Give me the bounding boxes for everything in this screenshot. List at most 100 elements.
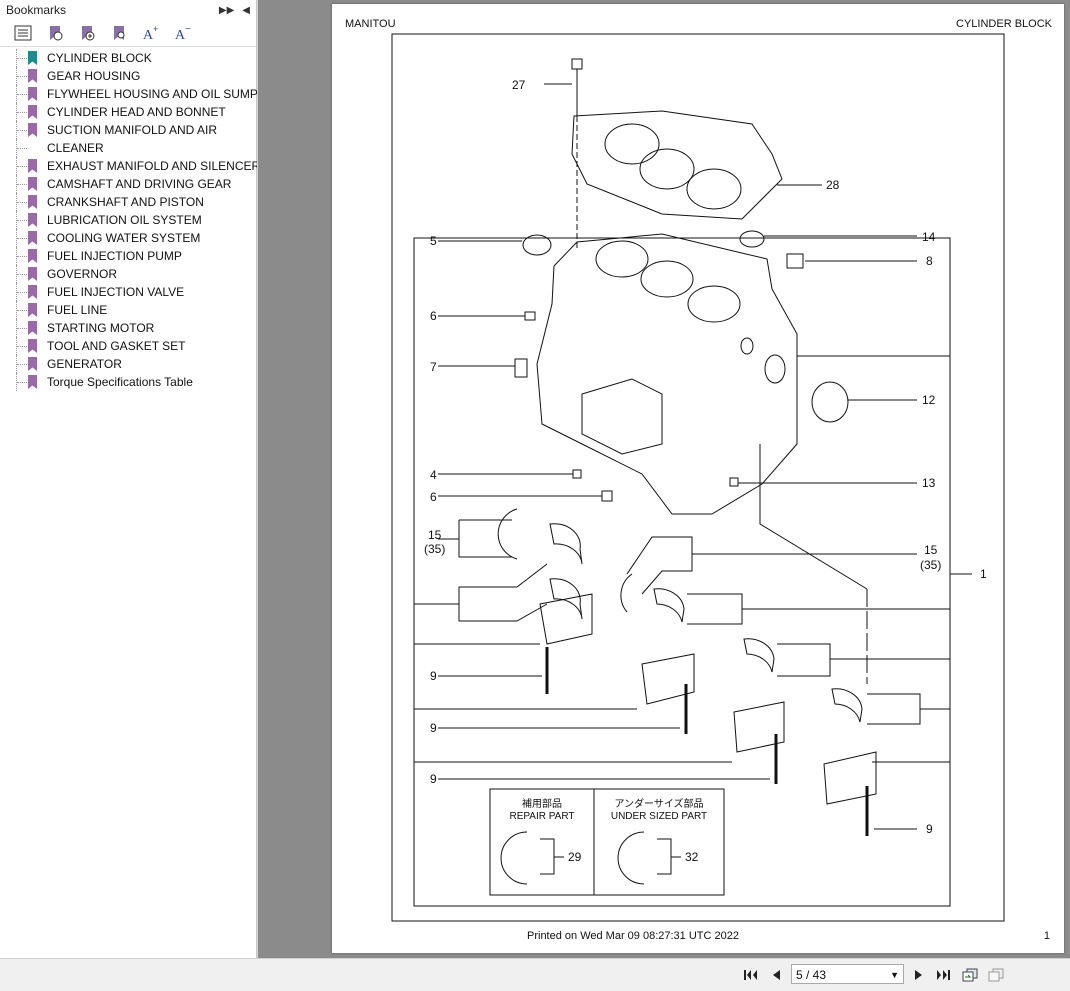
bookmark-label: SUCTION MANIFOLD AND AIR <box>47 123 218 137</box>
decrease-text-size-button[interactable]: A− <box>172 23 194 43</box>
bookmark-item[interactable]: LUBRICATION OIL SYSTEM <box>0 211 256 229</box>
bearing-shell <box>743 638 775 673</box>
pdf-page: MANITOU CYLINDER BLOCK <box>332 4 1064 953</box>
bookmark-item[interactable]: GENERATOR <box>0 355 256 373</box>
bookmark-options-button[interactable] <box>12 23 34 43</box>
next-view-button[interactable] <box>988 967 1004 983</box>
bearing-cap <box>641 653 695 705</box>
undersized-bearing-shell <box>617 831 645 885</box>
previous-view-button[interactable] <box>962 967 978 983</box>
leader-line <box>657 838 672 875</box>
text-smaller-icon: A− <box>175 25 191 41</box>
bookmark-item[interactable]: FUEL INJECTION PUMP <box>0 247 256 265</box>
bookmark-label: LUBRICATION OIL SYSTEM <box>47 213 202 227</box>
page-number-select[interactable]: 5 / 43 ▼ <box>791 964 904 984</box>
callout-9: 9 <box>926 822 933 836</box>
bookmark-item[interactable]: GEAR HOUSING <box>0 67 256 85</box>
bookmark-add-icon <box>82 26 95 41</box>
bookmark-icon <box>28 105 37 119</box>
bookmark-icon <box>28 321 37 335</box>
head-gasket <box>571 110 783 220</box>
callout-32: 32 <box>685 850 699 864</box>
bookmark-item[interactable]: EXHAUST MANIFOLD AND SILENCER <box>0 157 260 175</box>
dropdown-arrow-icon: ▼ <box>890 970 899 980</box>
callout-29: 29 <box>568 850 582 864</box>
bookmark-delete-icon <box>50 26 63 41</box>
cylinder-block <box>536 233 798 515</box>
exploded-parts-diagram: 27 28 5 14 8 6 7 12 4 6 13 15 (35) 15 (3… <box>391 33 1005 922</box>
bookmark-label: TOOL AND GASKET SET <box>47 339 186 353</box>
callout-1: 1 <box>980 567 987 581</box>
undersized-part-label-jp: アンダーサイズ部品 <box>614 797 703 810</box>
bookmark-label: FUEL INJECTION PUMP <box>47 249 182 263</box>
bookmark-active-icon <box>28 51 37 65</box>
small-plug <box>572 469 582 479</box>
bearing-shell <box>497 508 518 560</box>
find-bookmark-button[interactable] <box>108 23 130 43</box>
bookmark-icon <box>28 231 37 245</box>
delete-bookmark-button[interactable] <box>44 23 66 43</box>
gasket-bore <box>639 148 695 190</box>
bookmark-item[interactable]: TOOL AND GASKET SET <box>0 337 256 355</box>
block-bore <box>687 285 741 323</box>
collapse-panel-icon[interactable]: ◀ <box>242 4 250 16</box>
first-page-button[interactable] <box>743 967 759 983</box>
next-page-button[interactable] <box>911 967 927 983</box>
bookmark-icon <box>28 69 37 83</box>
bookmark-item[interactable]: CYLINDER HEAD AND BONNET <box>0 103 256 121</box>
leader-line <box>777 643 950 660</box>
bookmark-icon <box>28 213 37 227</box>
callout-28: 28 <box>826 178 840 192</box>
block-bore <box>595 240 649 278</box>
bookmark-find-icon <box>114 26 125 40</box>
bookmark-item[interactable]: GOVERNOR <box>0 265 256 283</box>
new-bookmark-button[interactable] <box>76 23 98 43</box>
last-page-button[interactable] <box>935 967 951 983</box>
leader-line <box>540 838 555 875</box>
previous-view-icon <box>962 968 978 982</box>
bookmark-icon <box>28 195 37 209</box>
dowel-plug <box>514 358 528 378</box>
callout-14: 14 <box>922 230 936 244</box>
bookmark-item[interactable]: SUCTION MANIFOLD AND AIR <box>0 121 256 139</box>
bookmark-label: CRANKSHAFT AND PISTON <box>47 195 204 209</box>
bookmark-item[interactable]: FLYWHEEL HOUSING AND OIL SUMP <box>0 85 258 103</box>
bookmark-item[interactable]: Torque Specifications Table <box>0 373 256 391</box>
bookmark-item[interactable]: FUEL INJECTION VALVE <box>0 283 256 301</box>
core-plug <box>739 230 765 248</box>
next-view-icon <box>988 968 1004 982</box>
expand-panel-icon[interactable]: ▶▶ <box>218 4 235 16</box>
bearing-cap <box>549 578 583 620</box>
bookmarks-header: Bookmarks ▶▶ ◀ <box>0 0 256 20</box>
bookmark-item-continued[interactable]: CLEANER <box>0 139 256 157</box>
bookmark-item[interactable]: STARTING MOTOR <box>0 319 256 337</box>
next-page-icon <box>915 970 922 980</box>
bookmark-item[interactable]: CRANKSHAFT AND PISTON <box>0 193 256 211</box>
last-page-icon <box>937 970 950 980</box>
leader-line <box>867 693 950 710</box>
previous-page-button[interactable] <box>768 967 784 983</box>
bookmark-item[interactable]: CAMSHAFT AND DRIVING GEAR <box>0 175 256 193</box>
bookmarks-toolbar: A+ A− <box>0 20 256 47</box>
leader-line <box>458 520 512 558</box>
page-header-left: MANITOU <box>345 18 396 30</box>
camshaft-bushing <box>811 381 849 423</box>
callout-13: 13 <box>922 476 936 490</box>
navigation-bar: 5 / 43 ▼ <box>0 958 1070 991</box>
increase-text-size-button[interactable]: A+ <box>140 23 162 43</box>
bookmark-label: CYLINDER BLOCK <box>47 51 152 65</box>
page-header-right: CYLINDER BLOCK <box>956 18 1052 30</box>
bookmark-icon <box>28 267 37 281</box>
repair-part-label-jp: 補用部品 <box>522 797 562 810</box>
callout-27: 27 <box>512 78 526 92</box>
block-bore <box>640 260 694 298</box>
callout-5: 5 <box>430 234 437 248</box>
plug-fitting <box>786 253 804 269</box>
bookmark-item[interactable]: FUEL LINE <box>0 301 256 319</box>
head-bolt <box>571 58 583 70</box>
callout-35: (35) <box>424 542 445 556</box>
bookmark-item[interactable]: COOLING WATER SYSTEM <box>0 229 256 247</box>
bookmark-item[interactable]: CYLINDER BLOCK <box>0 49 256 67</box>
bookmark-icon <box>28 357 37 371</box>
block-port <box>764 354 786 384</box>
